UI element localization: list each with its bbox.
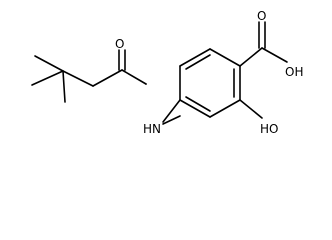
benzene-ring (179, 48, 241, 118)
bond-carbonyl-to-nh (121, 69, 147, 85)
substituent-bonds (162, 21, 288, 123)
bond-ring-to-carboxyl (239, 47, 263, 67)
bond-nh-to-ring (162, 115, 181, 125)
bond-methyl-top (34, 55, 64, 72)
bond-ring-to-phenol-oh (239, 99, 263, 119)
bond-quaternary-to-ch2 (62, 70, 94, 87)
ring-bond-4 (209, 99, 241, 118)
ring-bond-5 (179, 99, 211, 118)
tert-butyl-group (31, 55, 94, 103)
ring-bond-1 (179, 48, 211, 67)
bond-ch2-to-carbonyl (92, 69, 123, 87)
chemical-structure: O HN O OH HO (31, 9, 303, 136)
bond-methyl-bottom (62, 70, 66, 103)
amide-oxygen-label: O (115, 37, 124, 51)
ring-double-inner-1 (185, 54, 211, 70)
carboxyl-hydroxyl-label: OH (285, 65, 303, 79)
bond-ring-to-nh (162, 99, 181, 123)
ring-double-inner-3 (185, 96, 211, 112)
ring-bond-2 (209, 48, 241, 67)
carboxyl-oxygen-label: O (257, 9, 266, 23)
bond-carboxyl-to-oh (261, 47, 288, 63)
phenol-hydroxyl-label: HO (260, 122, 278, 136)
bond-methyl-left (31, 70, 64, 86)
amide-nitrogen-label: HN (143, 122, 161, 136)
amide-chain (92, 49, 181, 125)
